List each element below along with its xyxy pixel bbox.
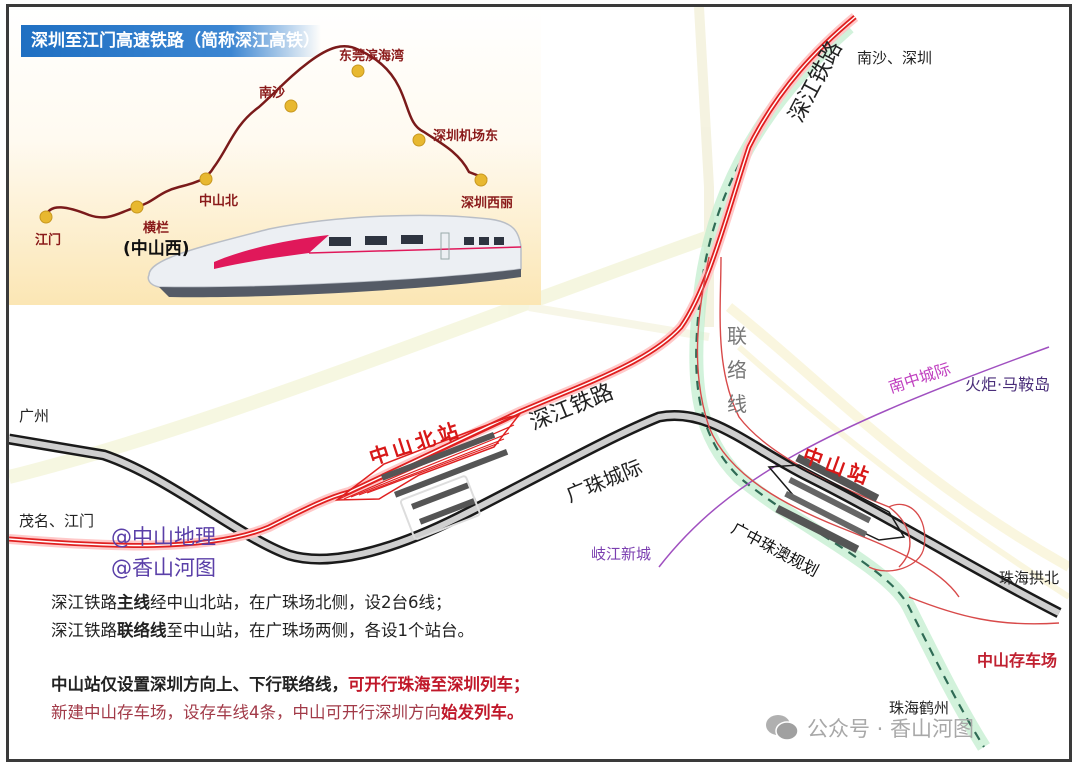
watermark-xiangshan-hetu: @香山河图 bbox=[111, 556, 216, 580]
inset-station-nansha: 南沙 bbox=[259, 86, 286, 101]
place-guangzhou: 广州 bbox=[19, 407, 50, 425]
map-frame: 深圳至江门高速铁路（简称深江高铁） bbox=[6, 4, 1072, 762]
place-nansha-shenzhen: 南沙、深圳 bbox=[857, 49, 933, 67]
label-zhongshan-depot: 中山存车场 bbox=[977, 651, 1058, 670]
zhongshan-station-yard bbox=[767, 454, 906, 553]
place-maoming-jiangmen: 茂名、江门 bbox=[19, 512, 95, 530]
inset-station-zhongshanbei: 中山北 bbox=[199, 194, 239, 209]
inset-station-dongguan-binhaiwan: 东莞滨海湾 bbox=[339, 49, 405, 64]
wechat-source-watermark: 公众号 · 香山河图 bbox=[765, 713, 974, 743]
place-huoju-maanshan: 火炬·马鞍岛 bbox=[965, 375, 1051, 394]
inset-station-jiangmen: 江门 bbox=[35, 233, 62, 248]
link-line bbox=[696, 256, 1060, 625]
inset-station-zhongshanxi: (中山西) bbox=[123, 239, 190, 259]
station-dot bbox=[39, 210, 53, 224]
watermark-zhongshan-dili: @中山地理 bbox=[111, 525, 216, 549]
wechat-icon bbox=[766, 715, 799, 741]
note-line-2: 深江铁路联络线至中山站，在广珠场两侧，各设1个站台。 bbox=[51, 621, 474, 640]
inset-station-henglan: 横栏 bbox=[143, 221, 170, 236]
train-illustration bbox=[147, 214, 522, 298]
place-qijiang-xincheng: 岐江新城 bbox=[591, 545, 652, 563]
guangzhu-intercity-line bbox=[9, 410, 1062, 618]
inset-title: 深圳至江门高速铁路（简称深江高铁） bbox=[21, 25, 321, 57]
place-zhuhai-hezhou: 珠海鹤州 bbox=[889, 699, 950, 717]
rail-map-canvas bbox=[9, 7, 1069, 751]
label-link-line: 联络线 bbox=[727, 324, 747, 416]
note-line-3: 中山站仅设置深圳方向上、下行联络线，可开行珠海至深圳列车； bbox=[51, 675, 530, 694]
inset-station-shenzhen-airport-east: 深圳机场东 bbox=[433, 129, 499, 144]
zhongshan-north-yard bbox=[334, 413, 521, 540]
note-line-4: 新建中山存车场，设存车线4条，中山可开行深圳方向始发列车。 bbox=[51, 703, 524, 722]
route-inset-canvas bbox=[39, 45, 522, 298]
inset-station-shenzhen-xili: 深圳西丽 bbox=[461, 196, 514, 211]
shenjiang-railway-line bbox=[9, 13, 859, 551]
nanzhong-intercity-line bbox=[658, 346, 1050, 568]
explanatory-notes: 深江铁路主线经中山北站，在广珠场北侧，设2台6线； 深江铁路联络线至中山站，在广… bbox=[51, 589, 530, 727]
wechat-source-text: 公众号 · 香山河图 bbox=[807, 717, 975, 741]
route-line bbox=[44, 45, 488, 219]
note-line-1: 深江铁路主线经中山北站，在广珠场北侧，设2台6线； bbox=[51, 593, 452, 612]
place-zhuhai-gongbei: 珠海拱北 bbox=[999, 569, 1060, 587]
route-inset: 深圳至江门高速铁路（简称深江高铁） bbox=[9, 7, 541, 305]
